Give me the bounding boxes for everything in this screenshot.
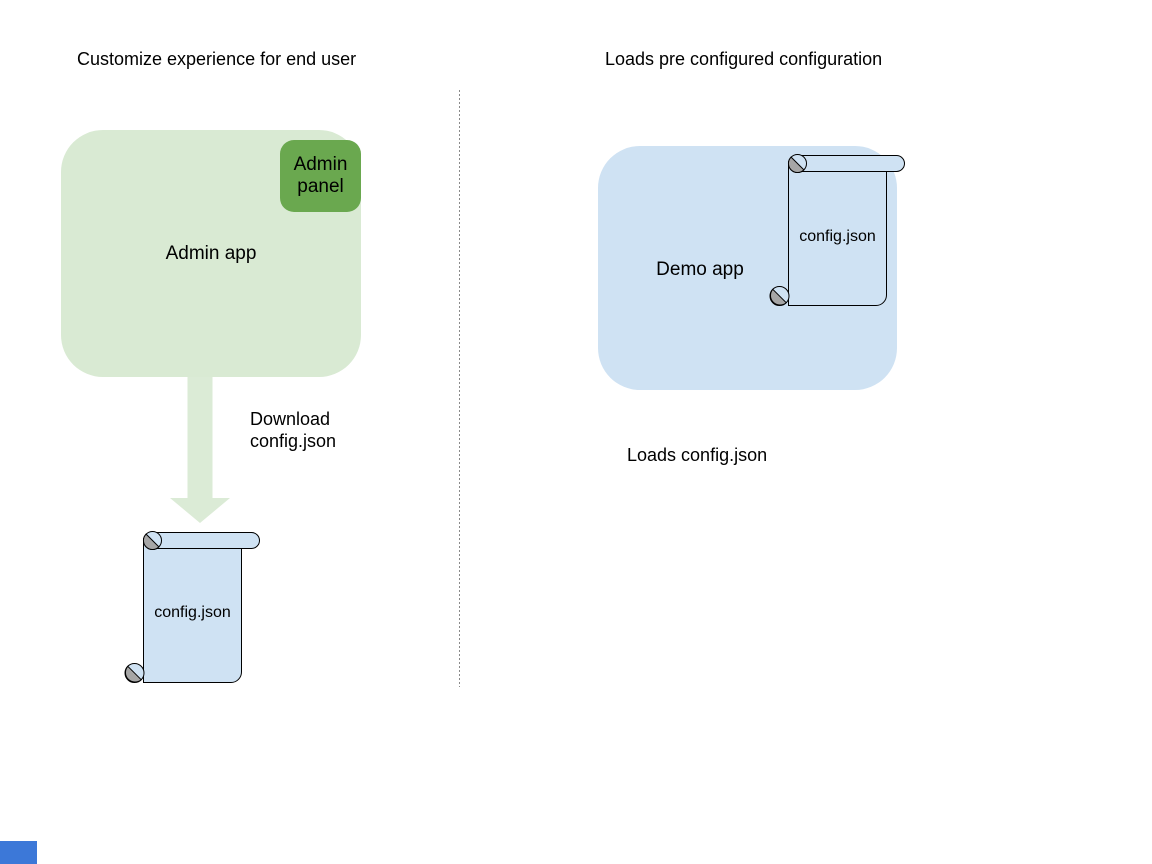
- demo-app-label: Demo app: [656, 259, 744, 280]
- scroll-bottom-curl-shade: [769, 288, 787, 306]
- scroll-top-curl-shade: [787, 156, 805, 174]
- scroll-top-curl-shade: [142, 533, 160, 551]
- config-file-label-right: config.json: [799, 228, 876, 245]
- admin-app-label: Admin app: [165, 242, 257, 264]
- config-scroll-icon-right: [769, 154, 905, 306]
- scroll-body: [143, 539, 242, 683]
- loads-config-caption: Loads config.json: [627, 445, 768, 465]
- right-heading: Loads pre configured configuration: [605, 49, 883, 69]
- config-file-label-left: config.json: [154, 604, 231, 621]
- download-label-line1: Download: [250, 409, 331, 429]
- scroll-bottom-curl-shade: [124, 665, 142, 683]
- download-label-line2: config.json: [250, 431, 337, 451]
- corner-swatch: [0, 841, 37, 864]
- left-heading: Customize experience for end user: [77, 49, 357, 69]
- section-divider: [459, 90, 460, 687]
- config-scroll-icon-left: [124, 531, 260, 683]
- scroll-body: [788, 162, 887, 306]
- download-arrow-shape: [170, 377, 230, 523]
- download-label: Download config.json: [250, 408, 336, 452]
- admin-panel-label: Admin panel: [293, 154, 348, 197]
- download-arrow-icon: [170, 377, 230, 523]
- admin-panel-box: Admin panel: [280, 140, 361, 212]
